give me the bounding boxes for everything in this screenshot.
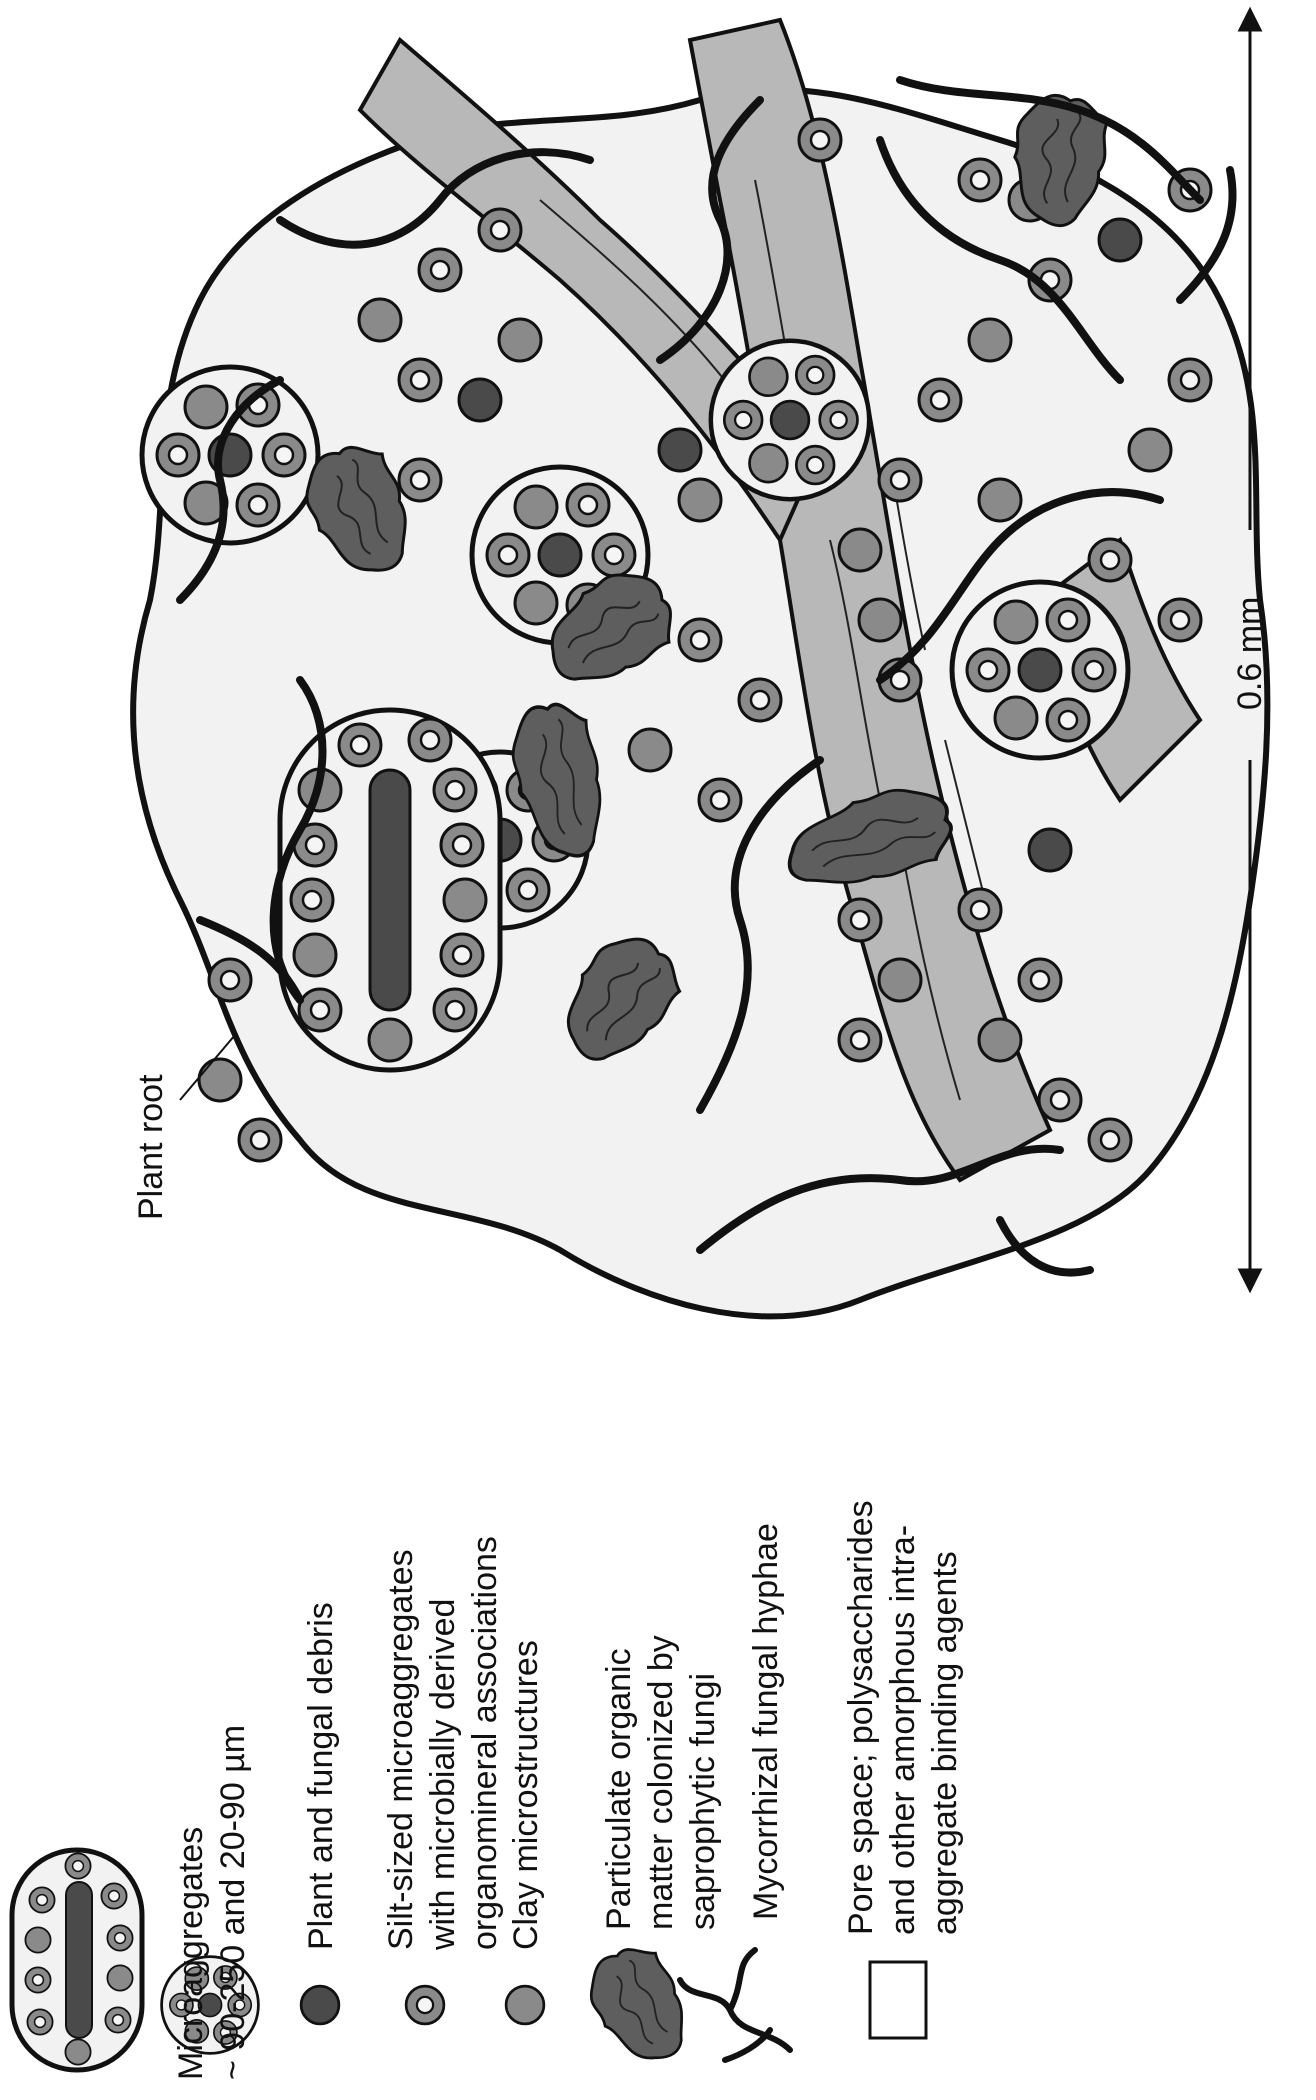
legend-clay-icon	[506, 1986, 544, 2024]
microaggregate-oblong	[280, 710, 500, 1070]
legend-silt-icon	[406, 1986, 444, 2024]
legend-label-plant-debris: Plant and fungal debris	[300, 1602, 342, 1950]
legend-pore-icon	[870, 1962, 926, 2038]
legend-microaggregate-oblong-icon	[12, 1850, 142, 2070]
plant-root-label: Plant root	[130, 1074, 172, 1220]
legend-label-clay: Clay microstructures	[505, 1640, 547, 1950]
legend-pom-icon	[578, 1937, 701, 2076]
microaggregate-round-4	[711, 341, 869, 499]
legend-label-pom: Particulate organic matter colonized by …	[598, 1635, 724, 1930]
scale-label: 0.6 mm	[1229, 597, 1271, 710]
legend-label-hyphae: Mycorrhizal fungal hyphae	[745, 1523, 787, 1920]
microaggregate-round-3	[952, 582, 1128, 758]
aggregate-body	[133, 20, 1267, 1316]
legend-plant-debris-icon	[301, 1986, 339, 2024]
legend-label-microaggregates: Microaggregates ~ 90-250 and 20-90 µm	[170, 1725, 254, 2080]
legend-label-silt: Silt-sized microaggregates with microbia…	[380, 1536, 506, 1950]
microaggregate-round-1	[142, 367, 318, 543]
legend-hyphae-icon	[680, 1950, 790, 2060]
legend-label-pore: Pore space; polysaccharides and other am…	[840, 1500, 966, 1935]
